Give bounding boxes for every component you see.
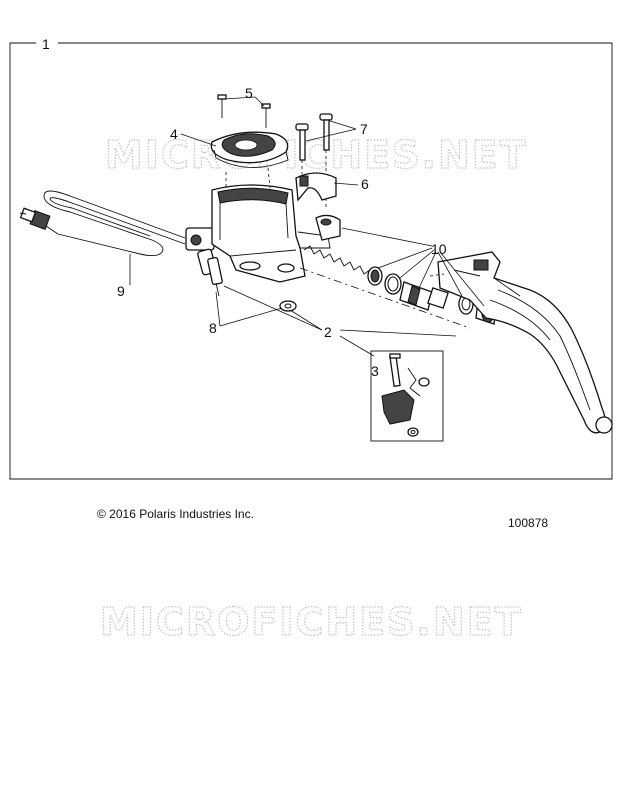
- callout-9: 9: [117, 283, 125, 299]
- callout-3: 3: [371, 363, 379, 379]
- callout-10: 10: [431, 241, 447, 257]
- callout-2: 2: [324, 324, 332, 340]
- brake-hose: [19, 190, 186, 257]
- sealing-washer: [279, 300, 297, 312]
- assembly-axis: [299, 267, 471, 329]
- callout-4: 4: [170, 126, 178, 142]
- master-cylinder: [211, 184, 331, 283]
- callout-8: 8: [209, 320, 217, 336]
- inset-box: [370, 350, 444, 442]
- callout-6: 6: [361, 176, 369, 192]
- handlebar-clamp: [295, 172, 341, 241]
- callout-7: 7: [360, 121, 368, 137]
- reservoir-cover: [210, 131, 289, 168]
- watermark-top: MICROFICHES.NET: [105, 133, 528, 177]
- brake-lever: [429, 251, 613, 434]
- copyright-notice: © 2016 Polaris Industries Inc.: [97, 507, 254, 521]
- clamp-bolts: [295, 113, 333, 210]
- watermark-bottom: MICROFICHES.NET: [100, 600, 523, 644]
- callout-1: 1: [42, 36, 50, 52]
- diagram-frame: [9, 42, 613, 480]
- cover-screws: [217, 94, 271, 190]
- leader-lines: [129, 96, 485, 357]
- figure-number: 100878: [508, 516, 549, 530]
- callout-5: 5: [245, 85, 253, 101]
- banjo-bolt: [207, 256, 223, 297]
